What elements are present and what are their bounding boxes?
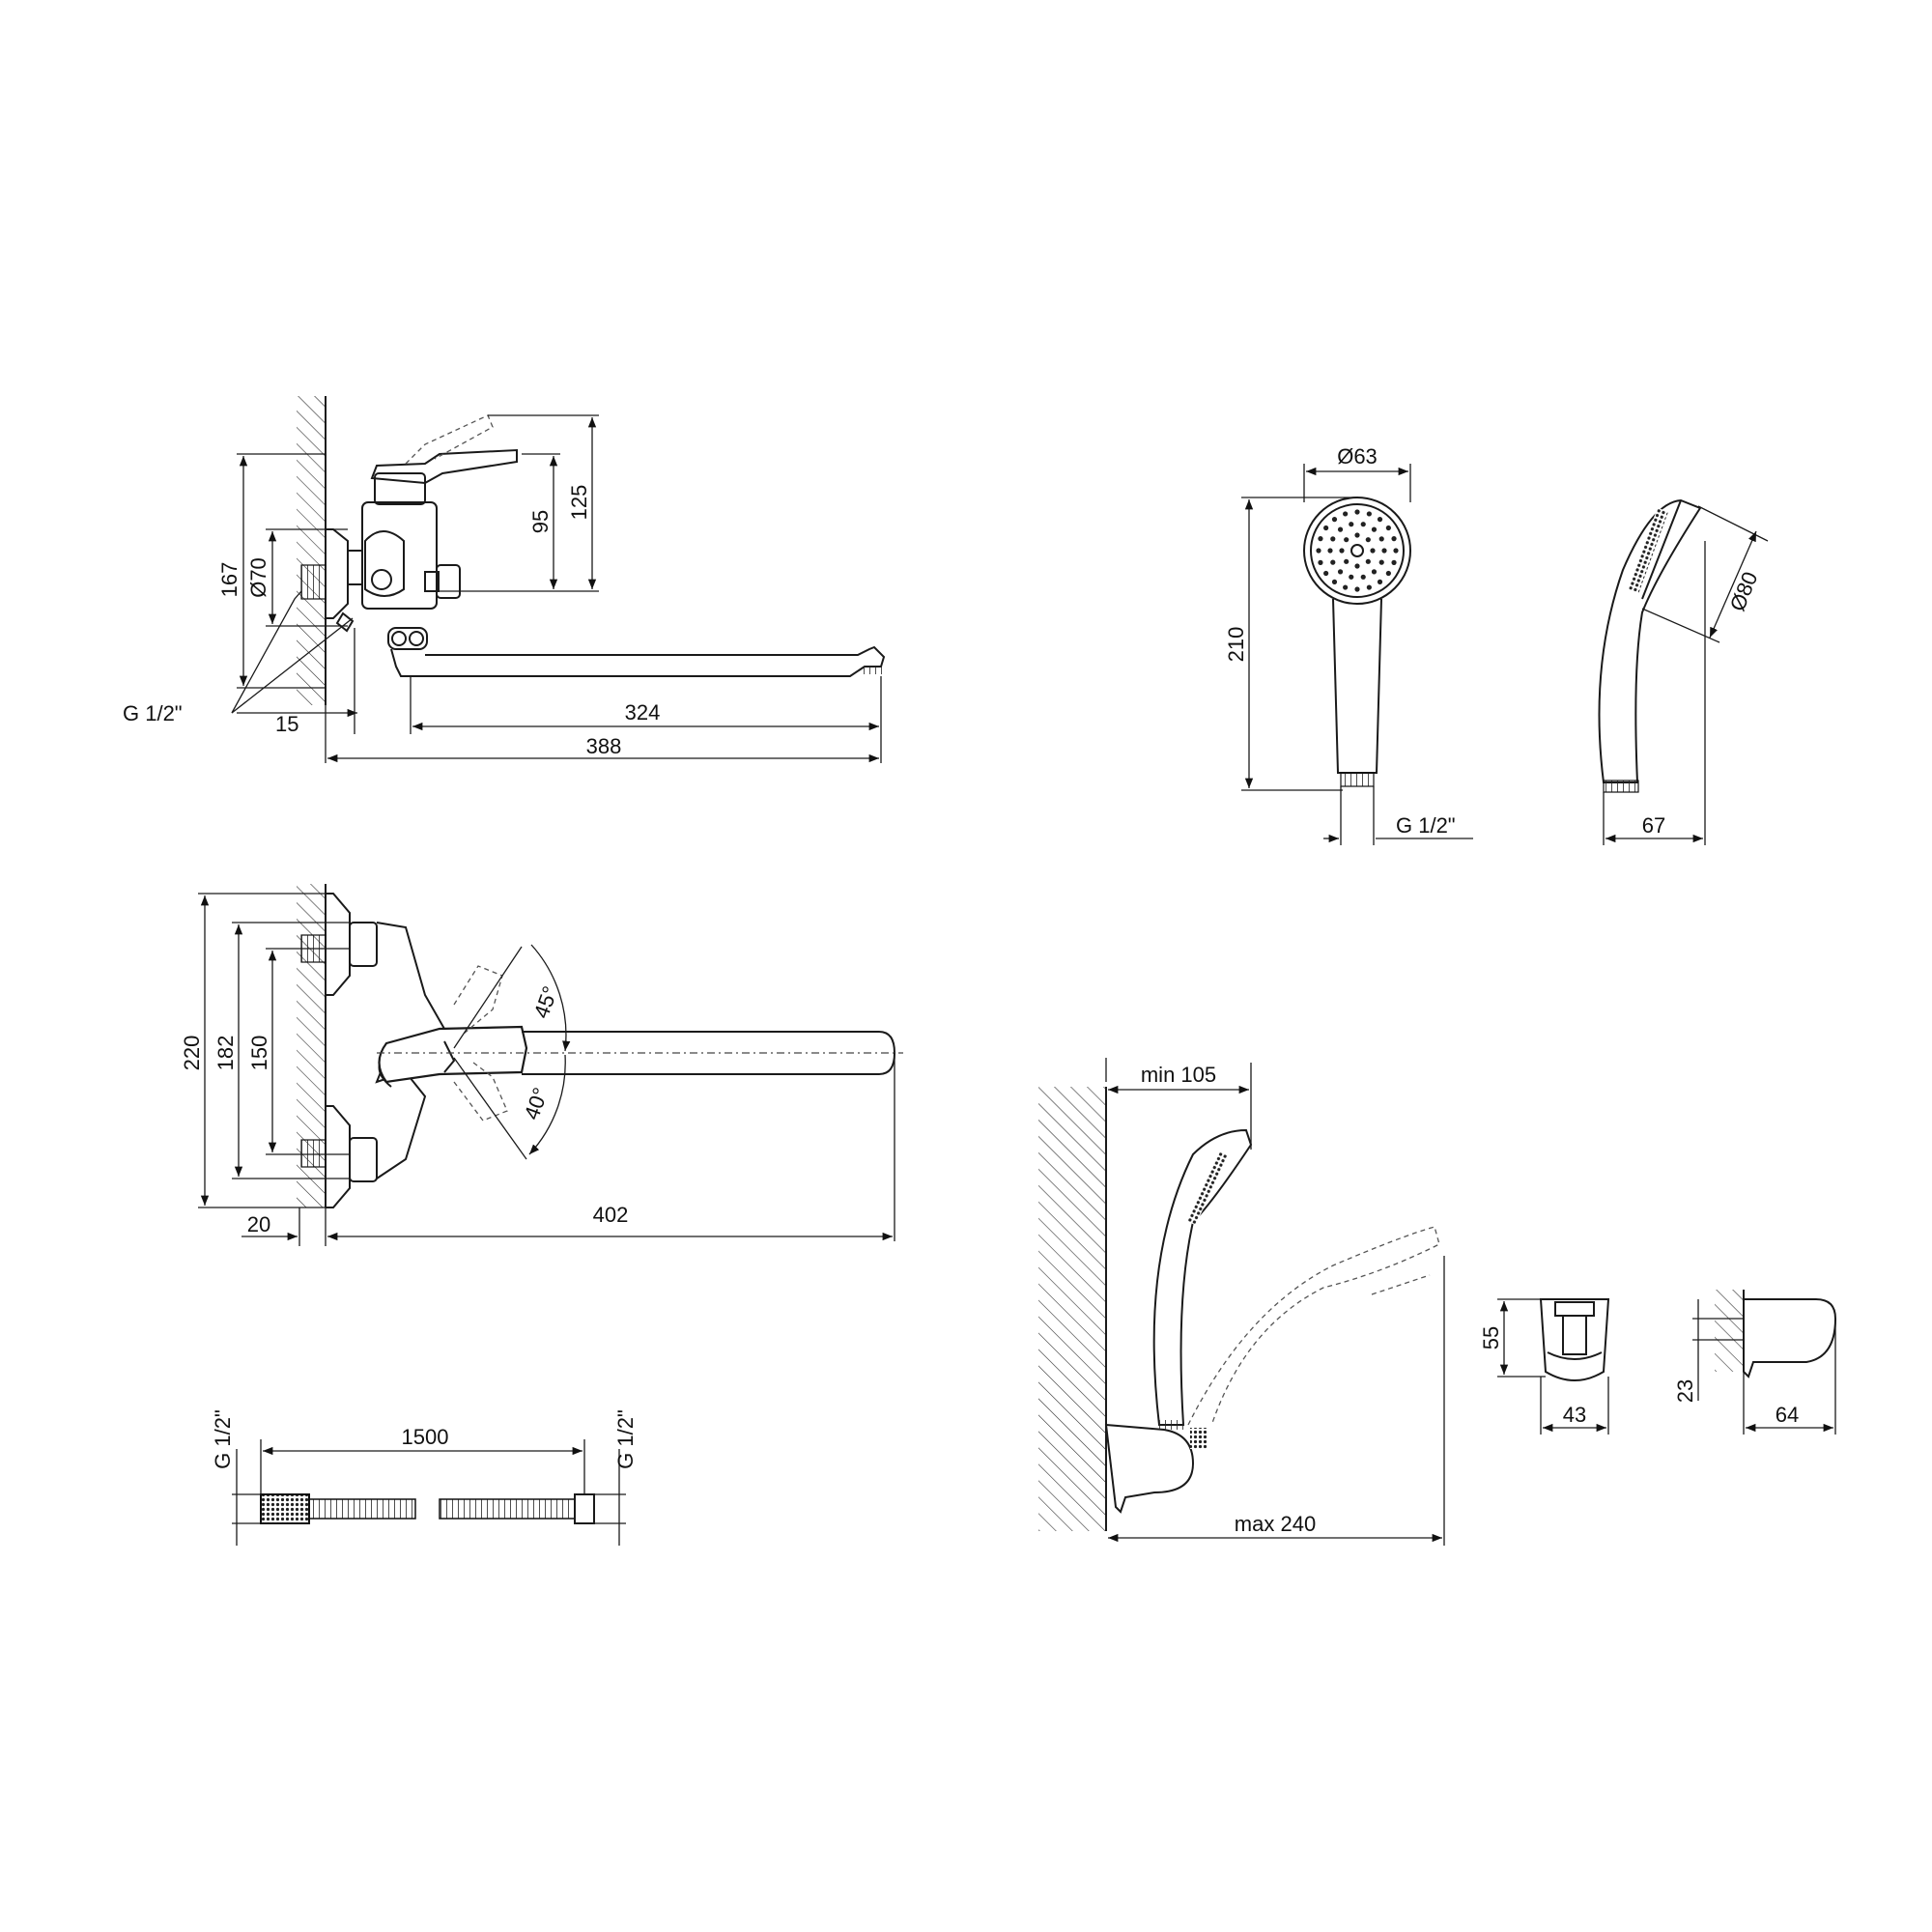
faucet-side-view: 167 Ø70 95 125 G 1/2" 15 324 388 (123, 396, 886, 763)
faucet-top-view: 220 182 150 45° 40° 20 402 (180, 884, 903, 1246)
dim-min-105: min 105 (1141, 1063, 1216, 1087)
nozzle-dot (1378, 559, 1384, 565)
dim-23: 23 (1673, 1379, 1697, 1403)
nozzle-dot (1385, 525, 1391, 531)
dim-220: 220 (180, 1036, 204, 1071)
nozzle-dot (1377, 579, 1383, 584)
nozzle-dot (1391, 559, 1397, 565)
nozzle-dot (1330, 536, 1336, 542)
dimensions-holder-front (1497, 1298, 1609, 1435)
dim-hand-thread: G 1/2" (1396, 813, 1456, 838)
wall-hatch-holder (1038, 1087, 1106, 1531)
dim-max-240: max 240 (1235, 1512, 1316, 1536)
dim-388: 388 (586, 734, 622, 758)
nozzle-dot (1365, 558, 1371, 564)
dim-167: 167 (217, 562, 242, 598)
nozzle-dot (1354, 509, 1360, 515)
nozzle-dot (1323, 525, 1329, 531)
dim-324: 324 (625, 700, 661, 724)
nozzle-dot (1354, 586, 1360, 592)
dim-hose-thread-left: G 1/2" (211, 1409, 235, 1469)
holder-front-view: 55 43 (1479, 1298, 1610, 1435)
nozzle-dot (1360, 574, 1366, 580)
nozzle-dot (1318, 559, 1323, 565)
nozzle-dot (1391, 536, 1397, 542)
dim-thread-g12: G 1/2" (123, 701, 183, 725)
nozzle-dot (1354, 532, 1360, 538)
dimensions-hose (232, 1439, 626, 1546)
shower-hose: G 1/2" 1500 G 1/2" (211, 1409, 638, 1546)
dim-flange-diameter: Ø70 (246, 557, 270, 598)
nozzle-dot (1330, 559, 1336, 565)
nozzle-dot (1349, 574, 1354, 580)
dim-hose-thread-right: G 1/2" (613, 1409, 638, 1469)
nozzle-dot (1366, 511, 1372, 517)
dim-64: 64 (1776, 1403, 1799, 1427)
nozzle-dot (1370, 548, 1376, 554)
dim-angle-40: 40° (520, 1085, 554, 1123)
hand-shower-side: Ø80 67 (1598, 498, 1769, 845)
nozzle-dot (1371, 569, 1378, 575)
dim-182: 182 (213, 1036, 238, 1071)
dim-402: 402 (593, 1203, 629, 1227)
nozzle-dot (1381, 548, 1387, 554)
wall-hatch (297, 396, 326, 705)
nozzle-dot (1318, 536, 1323, 542)
nozzle-dot (1344, 537, 1350, 543)
nozzle-dot (1327, 548, 1333, 554)
dim-55: 55 (1479, 1326, 1503, 1350)
dimensions-top (198, 893, 895, 1246)
holder-side-view: 23 64 (1673, 1290, 1837, 1435)
nozzle-dot (1354, 563, 1360, 569)
nozzle-dot (1331, 517, 1338, 523)
nozzle-dot (1393, 548, 1399, 554)
nozzle-dot (1339, 548, 1345, 554)
nozzle-dot (1343, 511, 1349, 517)
nozzle-dot (1337, 569, 1344, 575)
nozzle-dot (1365, 537, 1371, 543)
dim-95: 95 (528, 510, 553, 533)
dim-80: Ø80 (1725, 568, 1763, 614)
nozzle-dot (1371, 526, 1378, 532)
wall-holder-installation: min 105 max 240 (1038, 1058, 1445, 1546)
nozzle-dot (1316, 548, 1321, 554)
nozzle-dot (1385, 570, 1391, 577)
nozzle-dot (1349, 522, 1354, 527)
nozzle-dot (1331, 579, 1338, 584)
nozzle-dot (1360, 522, 1366, 527)
dim-67: 67 (1642, 813, 1665, 838)
nozzle-dot (1323, 570, 1329, 577)
dim-63: Ø63 (1337, 444, 1378, 469)
dim-20: 20 (247, 1212, 270, 1236)
nozzle-dot (1337, 526, 1344, 532)
nozzle-dot (1378, 536, 1384, 542)
dim-43: 43 (1563, 1403, 1586, 1427)
dimensions-side (231, 414, 882, 763)
nozzle-dot (1366, 584, 1372, 590)
hand-shower-front: Ø63 210 G 1/2" (1224, 444, 1473, 845)
dimensions-hand-front (1241, 464, 1473, 845)
dim-15: 15 (275, 712, 298, 736)
dim-125: 125 (567, 485, 591, 521)
dim-210: 210 (1224, 627, 1248, 663)
spray-nozzles (1316, 509, 1399, 592)
dimensions-holder-side (1692, 1299, 1836, 1435)
nozzle-dot (1377, 517, 1383, 523)
nozzle-dot (1343, 584, 1349, 590)
dim-1500: 1500 (402, 1425, 449, 1449)
dimensions-holder-install (1105, 1058, 1445, 1546)
dim-150: 150 (247, 1036, 271, 1071)
nozzle-dot (1344, 558, 1350, 564)
dimensions-hand-side (1603, 505, 1769, 845)
